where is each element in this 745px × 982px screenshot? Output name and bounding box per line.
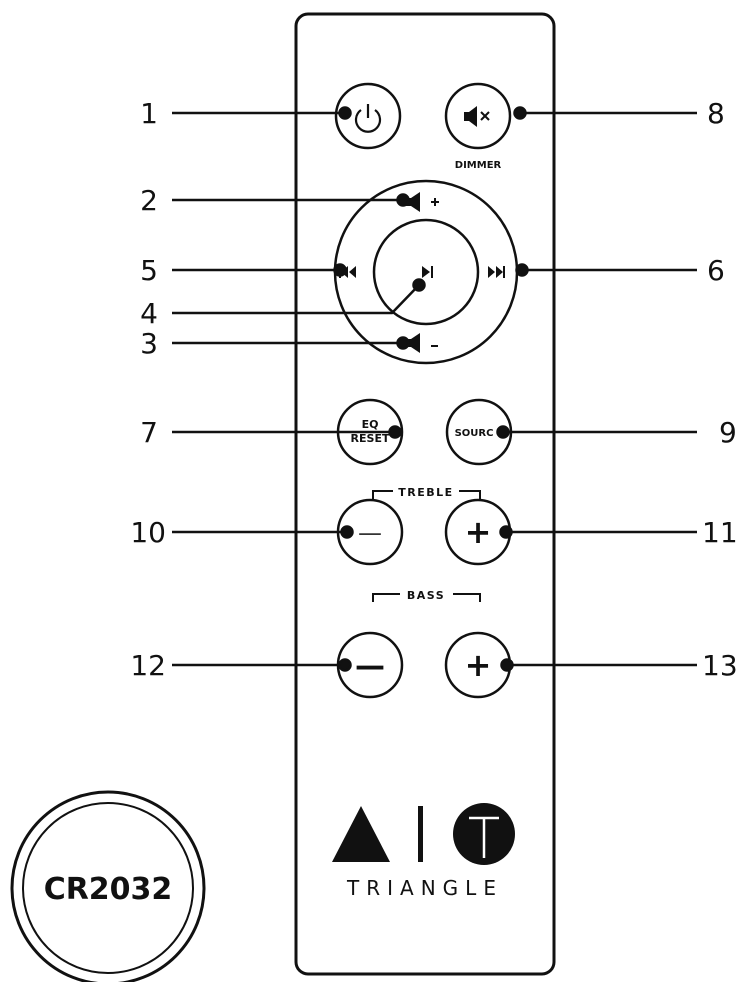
t-circle-icon — [453, 803, 515, 865]
callout-8: 8 — [707, 97, 725, 130]
callout-2: 2 — [140, 184, 158, 217]
play-pause-button[interactable] — [372, 218, 480, 326]
volume-down-button[interactable] — [405, 333, 438, 353]
dimmer-label: DIMMER — [455, 160, 502, 171]
leader-dot-2 — [396, 193, 410, 207]
mute-dimmer-button[interactable] — [444, 82, 512, 150]
callout-7: 7 — [140, 416, 158, 449]
callout-10: 10 — [130, 516, 166, 549]
bass-minus-label: — — [355, 649, 385, 684]
leader-dot-7 — [388, 425, 402, 439]
volume-up-icon — [405, 192, 439, 212]
treble-label: TREBLE — [398, 486, 453, 499]
triangle-logo: TRIANGLE — [332, 803, 515, 900]
callout-13: 13 — [702, 649, 738, 682]
battery-label: CR2032 — [44, 872, 173, 907]
remote-body — [294, 12, 556, 976]
callout-5: 5 — [140, 254, 158, 287]
reset-label: RESET — [351, 432, 390, 445]
callout-9: 9 — [719, 416, 737, 449]
leader-dot-1 — [338, 106, 352, 120]
callout-3: 3 — [140, 327, 158, 360]
callout-leaders — [172, 106, 697, 672]
leader-dot-3 — [396, 336, 410, 350]
leader-dot-11 — [499, 525, 513, 539]
logo-divider — [418, 806, 423, 862]
bass-plus-label: + — [465, 646, 492, 684]
next-track-icon — [488, 266, 505, 278]
source-label: SOURC — [455, 428, 494, 439]
volume-up-button[interactable] — [405, 192, 439, 212]
triangle-shape — [332, 806, 390, 862]
leader-dot-4 — [412, 278, 426, 292]
treble-minus-label: — — [358, 519, 382, 547]
treble-bracket — [372, 490, 481, 499]
leader-dot-6 — [515, 263, 529, 277]
eq-label: EQ — [362, 418, 379, 431]
bass-bracket — [372, 593, 481, 602]
volume-down-icon — [405, 333, 438, 353]
next-track-button[interactable] — [488, 266, 505, 278]
leader-dot-8 — [513, 106, 527, 120]
callout-1: 1 — [140, 97, 158, 130]
power-icon — [354, 104, 382, 133]
bass-label: BASS — [407, 589, 445, 602]
leader-dot-12 — [338, 658, 352, 672]
callout-6: 6 — [707, 254, 725, 287]
play-pause-icon — [422, 266, 433, 278]
callout-11: 11 — [702, 516, 738, 549]
leader-4 — [172, 284, 420, 315]
mute-icon — [464, 106, 490, 127]
power-button[interactable] — [334, 82, 402, 150]
leader-dot-10 — [340, 525, 354, 539]
treble-plus-label: + — [465, 513, 492, 551]
leader-dot-9 — [496, 425, 510, 439]
bass-plus-button[interactable]: + — [444, 631, 512, 699]
leader-dot-5 — [333, 263, 347, 277]
brand-name: TRIANGLE — [346, 876, 503, 900]
callout-4: 4 — [140, 297, 158, 330]
leader-dot-13 — [500, 658, 514, 672]
callout-12: 12 — [130, 649, 166, 682]
battery-cr2032: CR2032 — [10, 790, 206, 982]
